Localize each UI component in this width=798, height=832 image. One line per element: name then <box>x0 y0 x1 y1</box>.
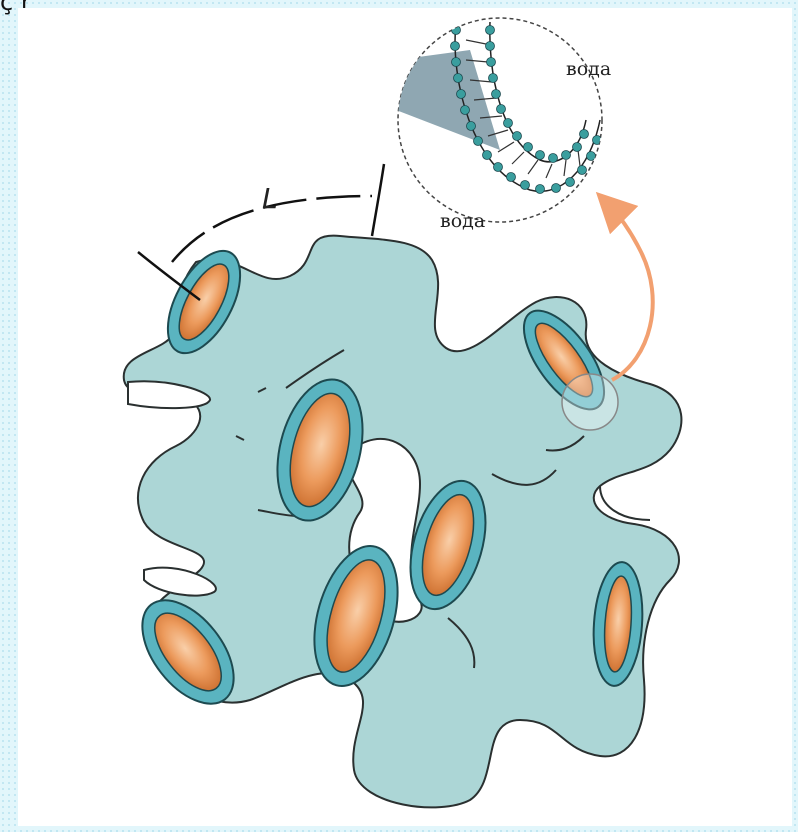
length-tick-right <box>372 164 384 236</box>
water-label-top: вода <box>566 58 611 80</box>
zoom-arrow <box>610 206 653 380</box>
notch-right <box>600 486 650 520</box>
bilayer-magnified-view <box>396 18 602 222</box>
zoom-source-circle <box>562 374 618 430</box>
length-label: L <box>262 182 278 215</box>
water-label-bottom: вода <box>440 210 485 232</box>
